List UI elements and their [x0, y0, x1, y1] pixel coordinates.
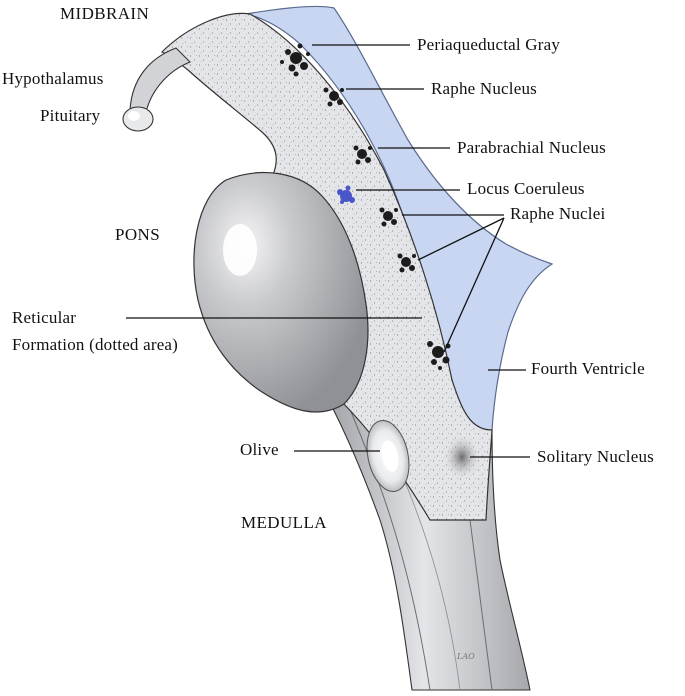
label-solitary-nucleus: Solitary Nucleus	[537, 447, 654, 466]
label-hypothalamus: Hypothalamus	[2, 69, 104, 88]
medulla-tract-line	[399, 469, 461, 691]
region-label-pons: PONS	[115, 225, 161, 244]
leader-raphe-nuclei-3	[443, 217, 505, 353]
raphe-nucleus-cluster	[323, 87, 344, 107]
pons-highlight	[223, 224, 257, 276]
raphe-nuclei-cluster-lower	[427, 341, 451, 370]
label-parabrachial-nucleus: Parabrachial Nucleus	[457, 138, 606, 157]
label-reticular-line1: Reticular	[12, 308, 77, 327]
medulla-tract-line	[345, 399, 431, 691]
label-olive: Olive	[240, 440, 279, 459]
raphe-nuclei-cluster-middle	[397, 253, 416, 273]
label-raphe-nucleus: Raphe Nucleus	[431, 79, 537, 98]
leader-raphe-nuclei-2	[417, 217, 505, 261]
periaqueductal-gray-cluster	[280, 43, 310, 77]
label-pituitary: Pituitary	[40, 106, 101, 125]
label-fourth-ventricle: Fourth Ventricle	[531, 359, 645, 378]
leader-lines	[126, 44, 530, 458]
label-locus-coeruleus: Locus Coeruleus	[467, 179, 585, 198]
solitary-nucleus-shape	[444, 435, 480, 479]
label-raphe-nuclei: Raphe Nuclei	[510, 204, 606, 223]
signature-mark: LAO	[456, 652, 475, 661]
olive-highlight	[381, 440, 399, 472]
fourth-ventricle-shape	[245, 5, 554, 433]
medulla-tract-line	[469, 519, 493, 691]
parabrachial-nucleus-cluster	[353, 145, 372, 165]
pituitary-highlight	[128, 111, 140, 121]
region-label-midbrain: MIDBRAIN	[60, 4, 150, 23]
raphe-nuclei-cluster-upper	[379, 207, 398, 227]
pituitary-stalk	[129, 47, 191, 113]
label-reticular-line2: Formation (dotted area)	[12, 335, 179, 354]
label-periaqueductal-gray: Periaqueductal Gray	[417, 35, 561, 54]
locus-coeruleus-cluster	[337, 185, 355, 204]
region-label-medulla: MEDULLA	[241, 513, 327, 532]
